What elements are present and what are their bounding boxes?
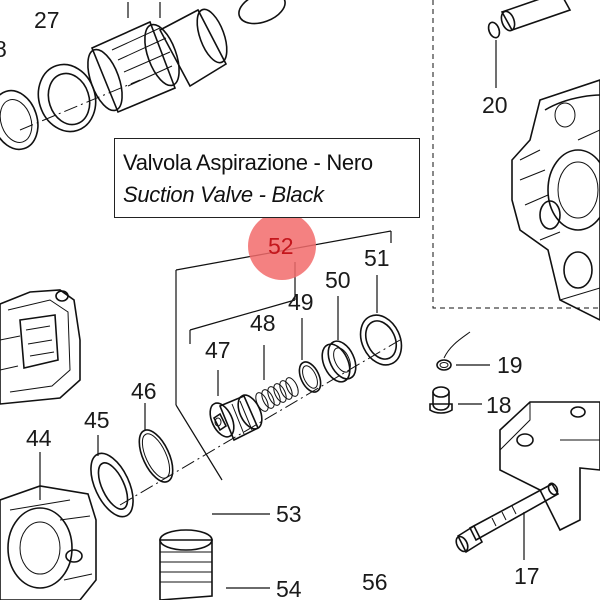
mounting-bracket: [499, 401, 600, 532]
part-48-spring: [255, 345, 299, 412]
label-8: 8: [0, 36, 7, 62]
part-49-o-ring: [298, 318, 322, 393]
label-49: 49: [288, 289, 314, 315]
label-52: 52: [268, 233, 294, 259]
label-27: 27: [34, 7, 60, 33]
label-56: 56: [362, 569, 388, 595]
needle-bearing-parts: [87, 0, 286, 114]
label-20: 20: [482, 92, 508, 118]
part-51-ring: [359, 275, 403, 366]
label-18: 18: [486, 392, 512, 418]
label-50: 50: [325, 267, 351, 293]
part-45-ring: [90, 435, 134, 518]
callout-title-italian: Valvola Aspirazione - Nero: [123, 150, 373, 175]
part-44-housing-lower: [0, 452, 97, 600]
assembly-52-bracket: [175, 230, 392, 481]
label-53: 53: [276, 501, 302, 527]
pump-housing-right: [511, 79, 600, 321]
label-48: 48: [250, 310, 276, 336]
manifold-housing-left: [0, 289, 81, 405]
label-51: 51: [364, 245, 390, 271]
part-18-plug: [429, 386, 482, 414]
part-53-fitting: [159, 513, 270, 600]
label-19: 19: [497, 352, 523, 378]
part-46-o-ring: [138, 403, 174, 483]
part-19-washer: [436, 331, 490, 371]
label-17: 17: [514, 563, 540, 589]
part-17-bolt: [455, 482, 560, 560]
callout-title-english: Suction Valve - Black: [123, 182, 324, 207]
label-44: 44: [26, 425, 52, 451]
part-callout-box: Valvola Aspirazione - Nero Suction Valve…: [114, 138, 420, 218]
label-45: 45: [84, 407, 110, 433]
label-47: 47: [205, 337, 231, 363]
label-46: 46: [131, 378, 157, 404]
part-50-valve-seat: [321, 296, 357, 383]
part-20-pin: [487, 0, 572, 88]
part-47-valve-cage: [209, 370, 263, 442]
label-54: 54: [276, 576, 302, 600]
highlight-circle-52: [248, 212, 316, 280]
